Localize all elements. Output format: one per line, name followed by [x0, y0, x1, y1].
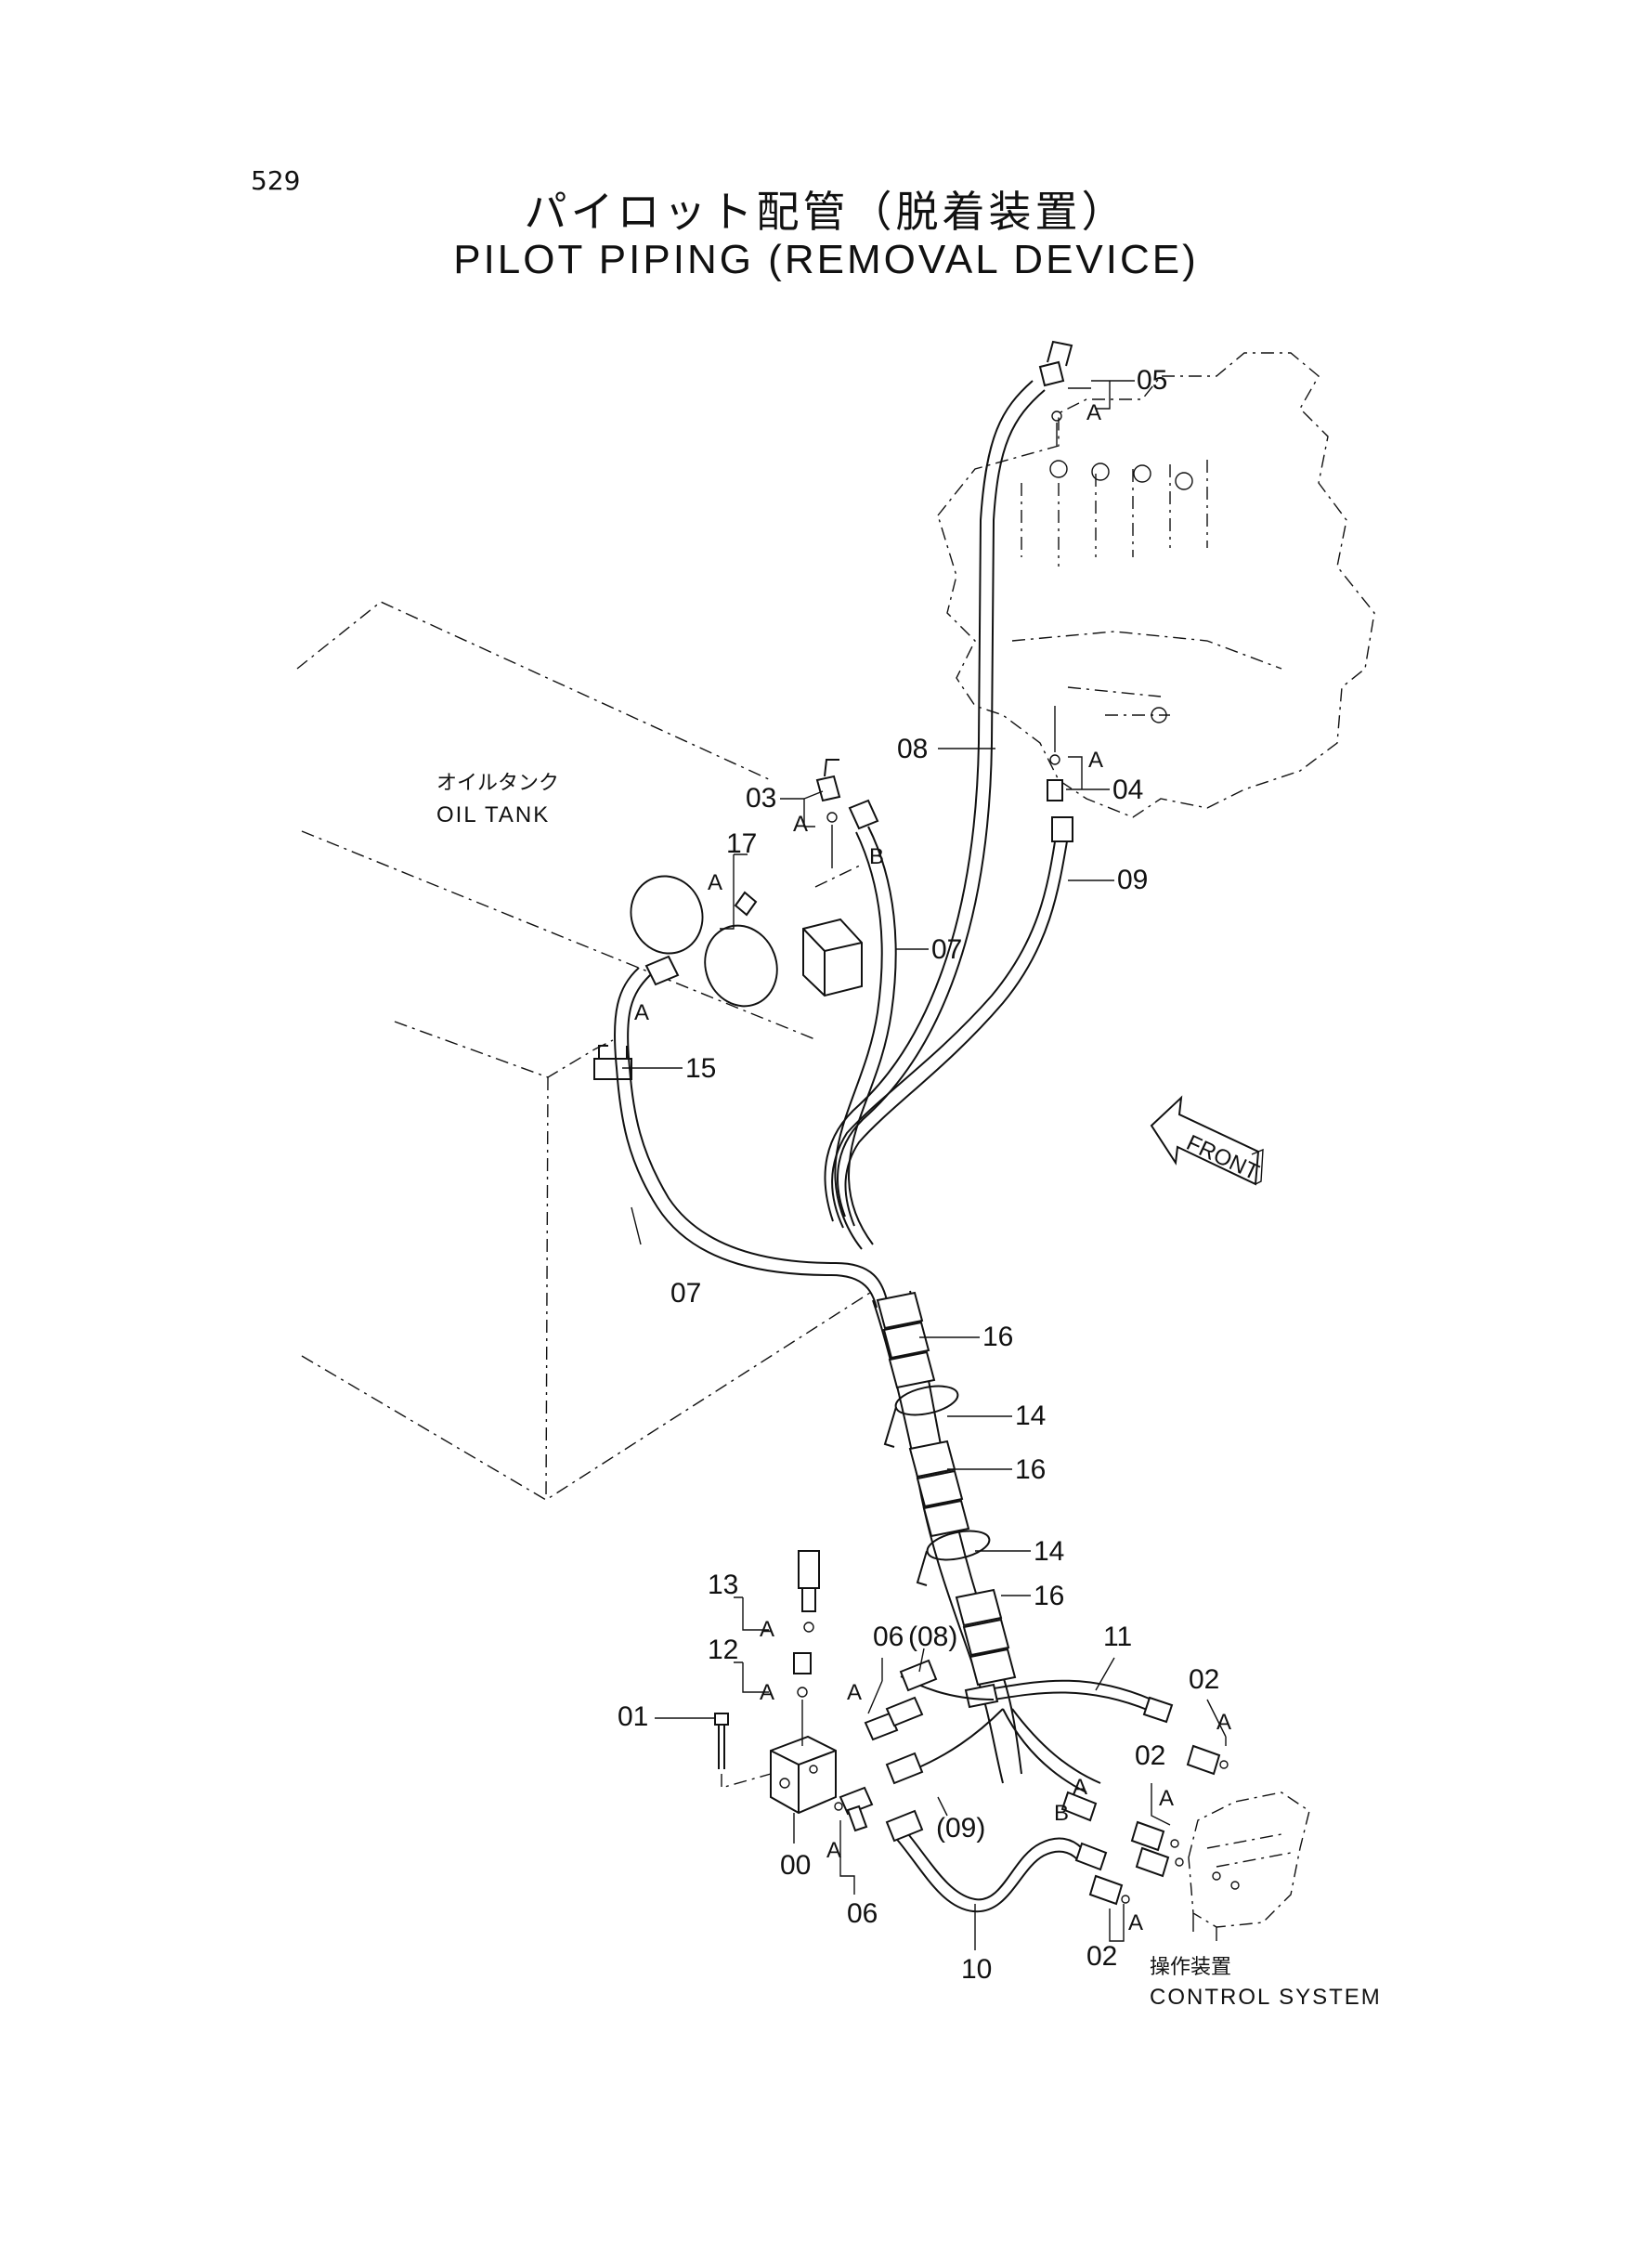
callout-03: 03	[746, 783, 776, 814]
oil-tank-outline	[296, 601, 874, 1501]
callout-13: 13	[708, 1570, 738, 1600]
control-valve-outline	[937, 352, 1375, 818]
callout-04: 04	[1112, 775, 1143, 805]
fittings-06	[834, 1659, 938, 1832]
oil-tank-label-en: OIL TANK	[436, 802, 550, 827]
page-number: 529	[251, 165, 301, 196]
marker-b-03: B	[869, 844, 884, 869]
oil-tank-label-jp: オイルタンク	[436, 772, 559, 795]
callout-10: 10	[961, 1954, 992, 1985]
hose-07-lower	[614, 967, 888, 1309]
marker-a-02-low: A	[1128, 1910, 1143, 1935]
callout-07-lower: 07	[670, 1278, 701, 1309]
marker-a-12: A	[760, 1680, 774, 1705]
marker-a-02-top: A	[1216, 1710, 1231, 1735]
oil-tank-caps	[630, 875, 778, 1008]
fittings-lower-ends	[885, 1752, 1108, 1871]
marker-a-05: A	[1086, 400, 1101, 425]
callout-09-paren: (09)	[936, 1813, 985, 1844]
marker-a-02-mid: A	[1159, 1786, 1174, 1811]
callout-14-a: 14	[1015, 1401, 1046, 1431]
hose-08	[824, 380, 1046, 1222]
front-arrow: FRONT	[1150, 1095, 1264, 1186]
control-system-outline	[1188, 1791, 1310, 1941]
callout-16-c: 16	[1034, 1581, 1064, 1611]
fitting-07-top	[848, 799, 879, 830]
marker-a-04: A	[1088, 748, 1103, 773]
cushion-block	[802, 863, 865, 997]
callout-12: 12	[708, 1635, 738, 1665]
control-system-label-jp: 操作装置	[1150, 1956, 1231, 1979]
part-13	[798, 1550, 820, 1633]
clamp-15	[593, 1045, 632, 1080]
hose-10	[892, 1824, 1083, 1913]
callout-02-top: 02	[1189, 1664, 1219, 1695]
callout-01: 01	[618, 1701, 648, 1732]
front-label: FRONT	[1182, 1130, 1263, 1186]
callout-02-low: 02	[1086, 1941, 1117, 1972]
callout-02-mid: 02	[1135, 1740, 1165, 1771]
hose-09	[831, 835, 1069, 1229]
title-japanese: パイロット配管（脱着装置）	[524, 187, 1128, 237]
callout-16-a: 16	[982, 1322, 1013, 1352]
marker-a-13: A	[760, 1617, 774, 1642]
fitting-03	[815, 759, 841, 868]
callout-06-upper: 06	[873, 1622, 904, 1652]
callout-16-b: 16	[1015, 1454, 1046, 1485]
marker-a-03: A	[793, 812, 808, 837]
fitting-05	[1038, 340, 1073, 446]
bolt-01	[714, 1713, 772, 1789]
fitting-07-tank	[644, 955, 680, 986]
fitting-09-top	[1051, 816, 1073, 842]
callout-05: 05	[1137, 365, 1167, 396]
marker-a-17: A	[708, 870, 722, 895]
marker-a-06-upper: A	[847, 1680, 862, 1705]
leader-lines	[622, 380, 1227, 1950]
block-00	[770, 1735, 837, 1815]
marker-b-lower: B	[1054, 1801, 1069, 1826]
marker-a-lower: A	[1073, 1775, 1087, 1800]
callout-15: 15	[685, 1053, 716, 1084]
callout-00: 00	[780, 1850, 811, 1881]
callout-06-lower: 06	[847, 1898, 878, 1929]
hose-bundle	[872, 1290, 1022, 1784]
clamps-14	[883, 1385, 991, 1586]
hose-07-upper	[834, 826, 897, 1250]
fitting-04	[1047, 706, 1063, 801]
callout-08: 08	[897, 734, 928, 764]
callout-14-b: 14	[1034, 1536, 1064, 1567]
callout-07-upper: 07	[931, 934, 962, 965]
hose-11	[964, 1679, 1174, 1724]
marker-a-06-lower: A	[826, 1838, 841, 1863]
title-english: PILOT PIPING (REMOVAL DEVICE)	[453, 237, 1199, 282]
fittings-02	[1088, 1744, 1229, 1906]
part-12	[793, 1652, 812, 1746]
callout-08-paren: (08)	[908, 1622, 957, 1652]
marker-a-tank: A	[634, 1000, 649, 1025]
callout-17: 17	[726, 828, 757, 859]
callout-09: 09	[1117, 865, 1148, 895]
callout-11: 11	[1103, 1622, 1132, 1652]
control-system-label-en: CONTROL SYSTEM	[1150, 1985, 1382, 2010]
